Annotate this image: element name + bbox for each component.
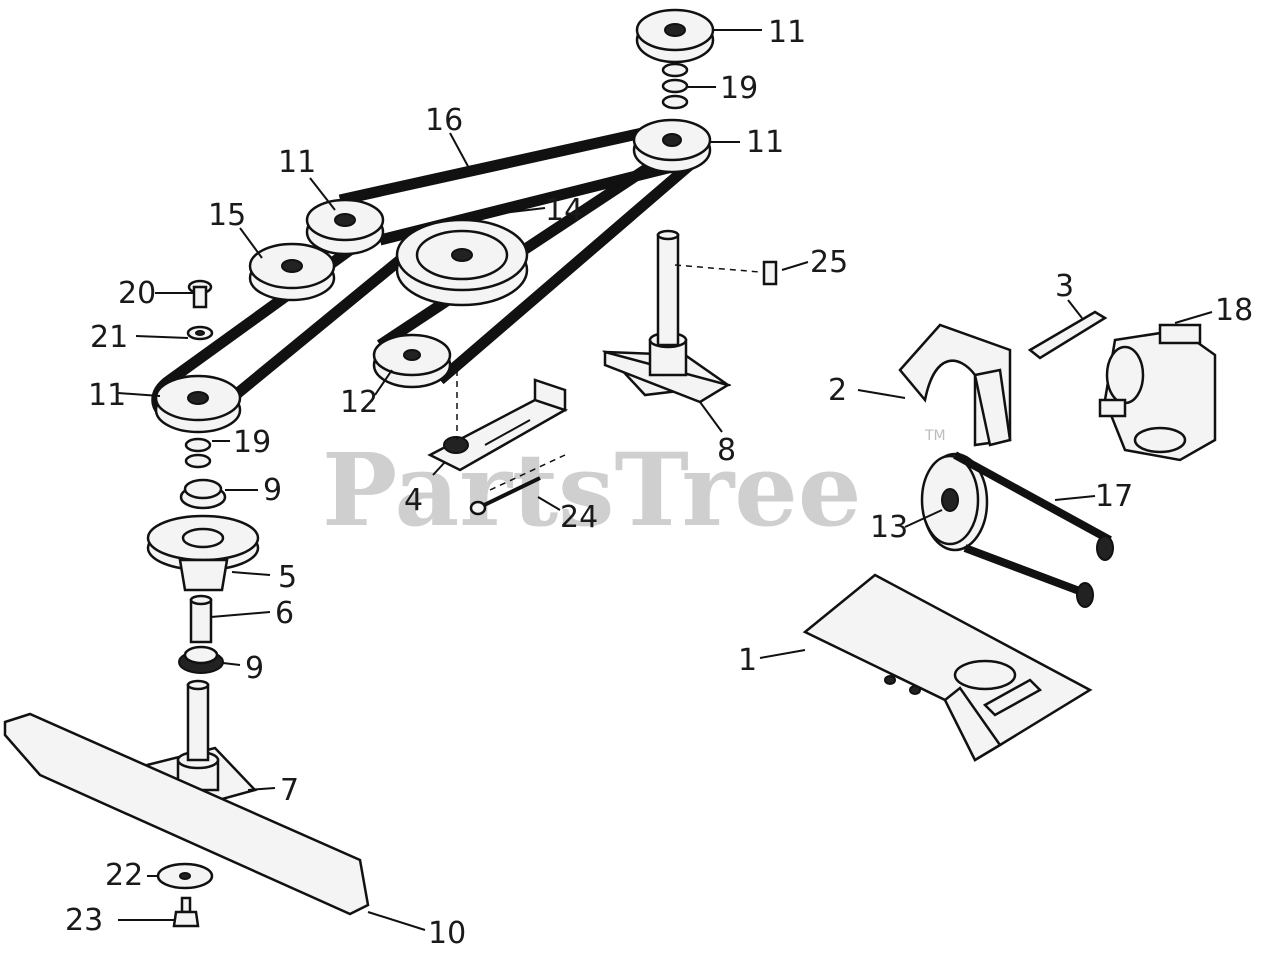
callout-25: 25	[810, 245, 848, 280]
callout-8: 8	[717, 433, 736, 468]
leader-lines	[117, 29, 1213, 931]
callout-10: 10	[428, 916, 466, 951]
idler-pulley-12[interactable]	[372, 333, 452, 389]
mounting-plate-1[interactable]	[802, 573, 1093, 762]
callout-3: 3	[1055, 269, 1074, 304]
pulley-11-lower-left[interactable]	[154, 374, 242, 434]
washers-19-top[interactable]	[661, 62, 689, 110]
pulley-13[interactable]	[920, 452, 989, 552]
callout-5: 5	[278, 560, 297, 595]
callout-9: 9	[263, 473, 282, 508]
callout-12: 12	[340, 385, 378, 420]
callout-13: 13	[870, 510, 908, 545]
washers-19-lower[interactable]	[184, 437, 212, 469]
pulley-11-top[interactable]	[635, 8, 715, 64]
idler-pulley-15[interactable]	[248, 242, 336, 302]
callout-20: 24	[560, 500, 598, 535]
gearbox-18[interactable]	[1098, 323, 1217, 462]
callout-6: 6	[275, 596, 294, 631]
belt-17[interactable]	[953, 451, 1114, 608]
callout-11: 11	[768, 15, 806, 50]
callout-19: 19	[233, 425, 271, 460]
callout-4: 4	[404, 483, 423, 518]
callout-11: 11	[88, 378, 126, 413]
spacer-6[interactable]	[189, 594, 213, 644]
callout-16: 16	[425, 103, 463, 138]
callout-24: 23	[65, 903, 103, 938]
plate-3[interactable]	[1027, 310, 1108, 360]
bolt-21[interactable]	[187, 279, 213, 309]
spindle-housing-5[interactable]	[146, 514, 260, 592]
key-25[interactable]	[762, 260, 778, 286]
belt-guard-2[interactable]	[898, 323, 1012, 447]
callout-9: 9	[245, 651, 264, 686]
pulley-14[interactable]	[395, 218, 529, 307]
callout-21: 20	[118, 276, 156, 311]
callout-1: 1	[738, 643, 757, 678]
callout-7: 7	[280, 773, 299, 808]
callout-15: 15	[208, 198, 246, 233]
blade-adapter-23[interactable]	[156, 862, 214, 890]
pulley-11-right[interactable]	[632, 118, 712, 174]
bearing-9-lower[interactable]	[178, 645, 224, 674]
callout-11: 11	[746, 125, 784, 160]
bolt-20[interactable]	[469, 476, 541, 516]
bracket-4[interactable]	[427, 378, 569, 472]
callout-17: 17	[1095, 479, 1133, 514]
callout-11: 11	[278, 145, 316, 180]
bearing-9-upper[interactable]	[179, 478, 227, 510]
callout-23: 22	[105, 858, 143, 893]
callout-14: 14	[545, 193, 583, 228]
washer-22[interactable]	[186, 325, 214, 341]
callout-2: 2	[828, 373, 847, 408]
pulley-11-upper-left[interactable]	[305, 198, 385, 256]
blade-10[interactable]	[3, 712, 370, 916]
callout-22: 21	[90, 320, 128, 355]
bolt-24[interactable]	[172, 896, 200, 928]
watermark-trademark: TM	[924, 428, 946, 444]
callout-18: 18	[1215, 293, 1253, 328]
idler-shaft-8[interactable]	[602, 229, 732, 404]
callout-19: 19	[720, 71, 758, 106]
watermark-text: PartsTree	[322, 431, 862, 549]
dashed-guide-lines	[456, 264, 761, 491]
